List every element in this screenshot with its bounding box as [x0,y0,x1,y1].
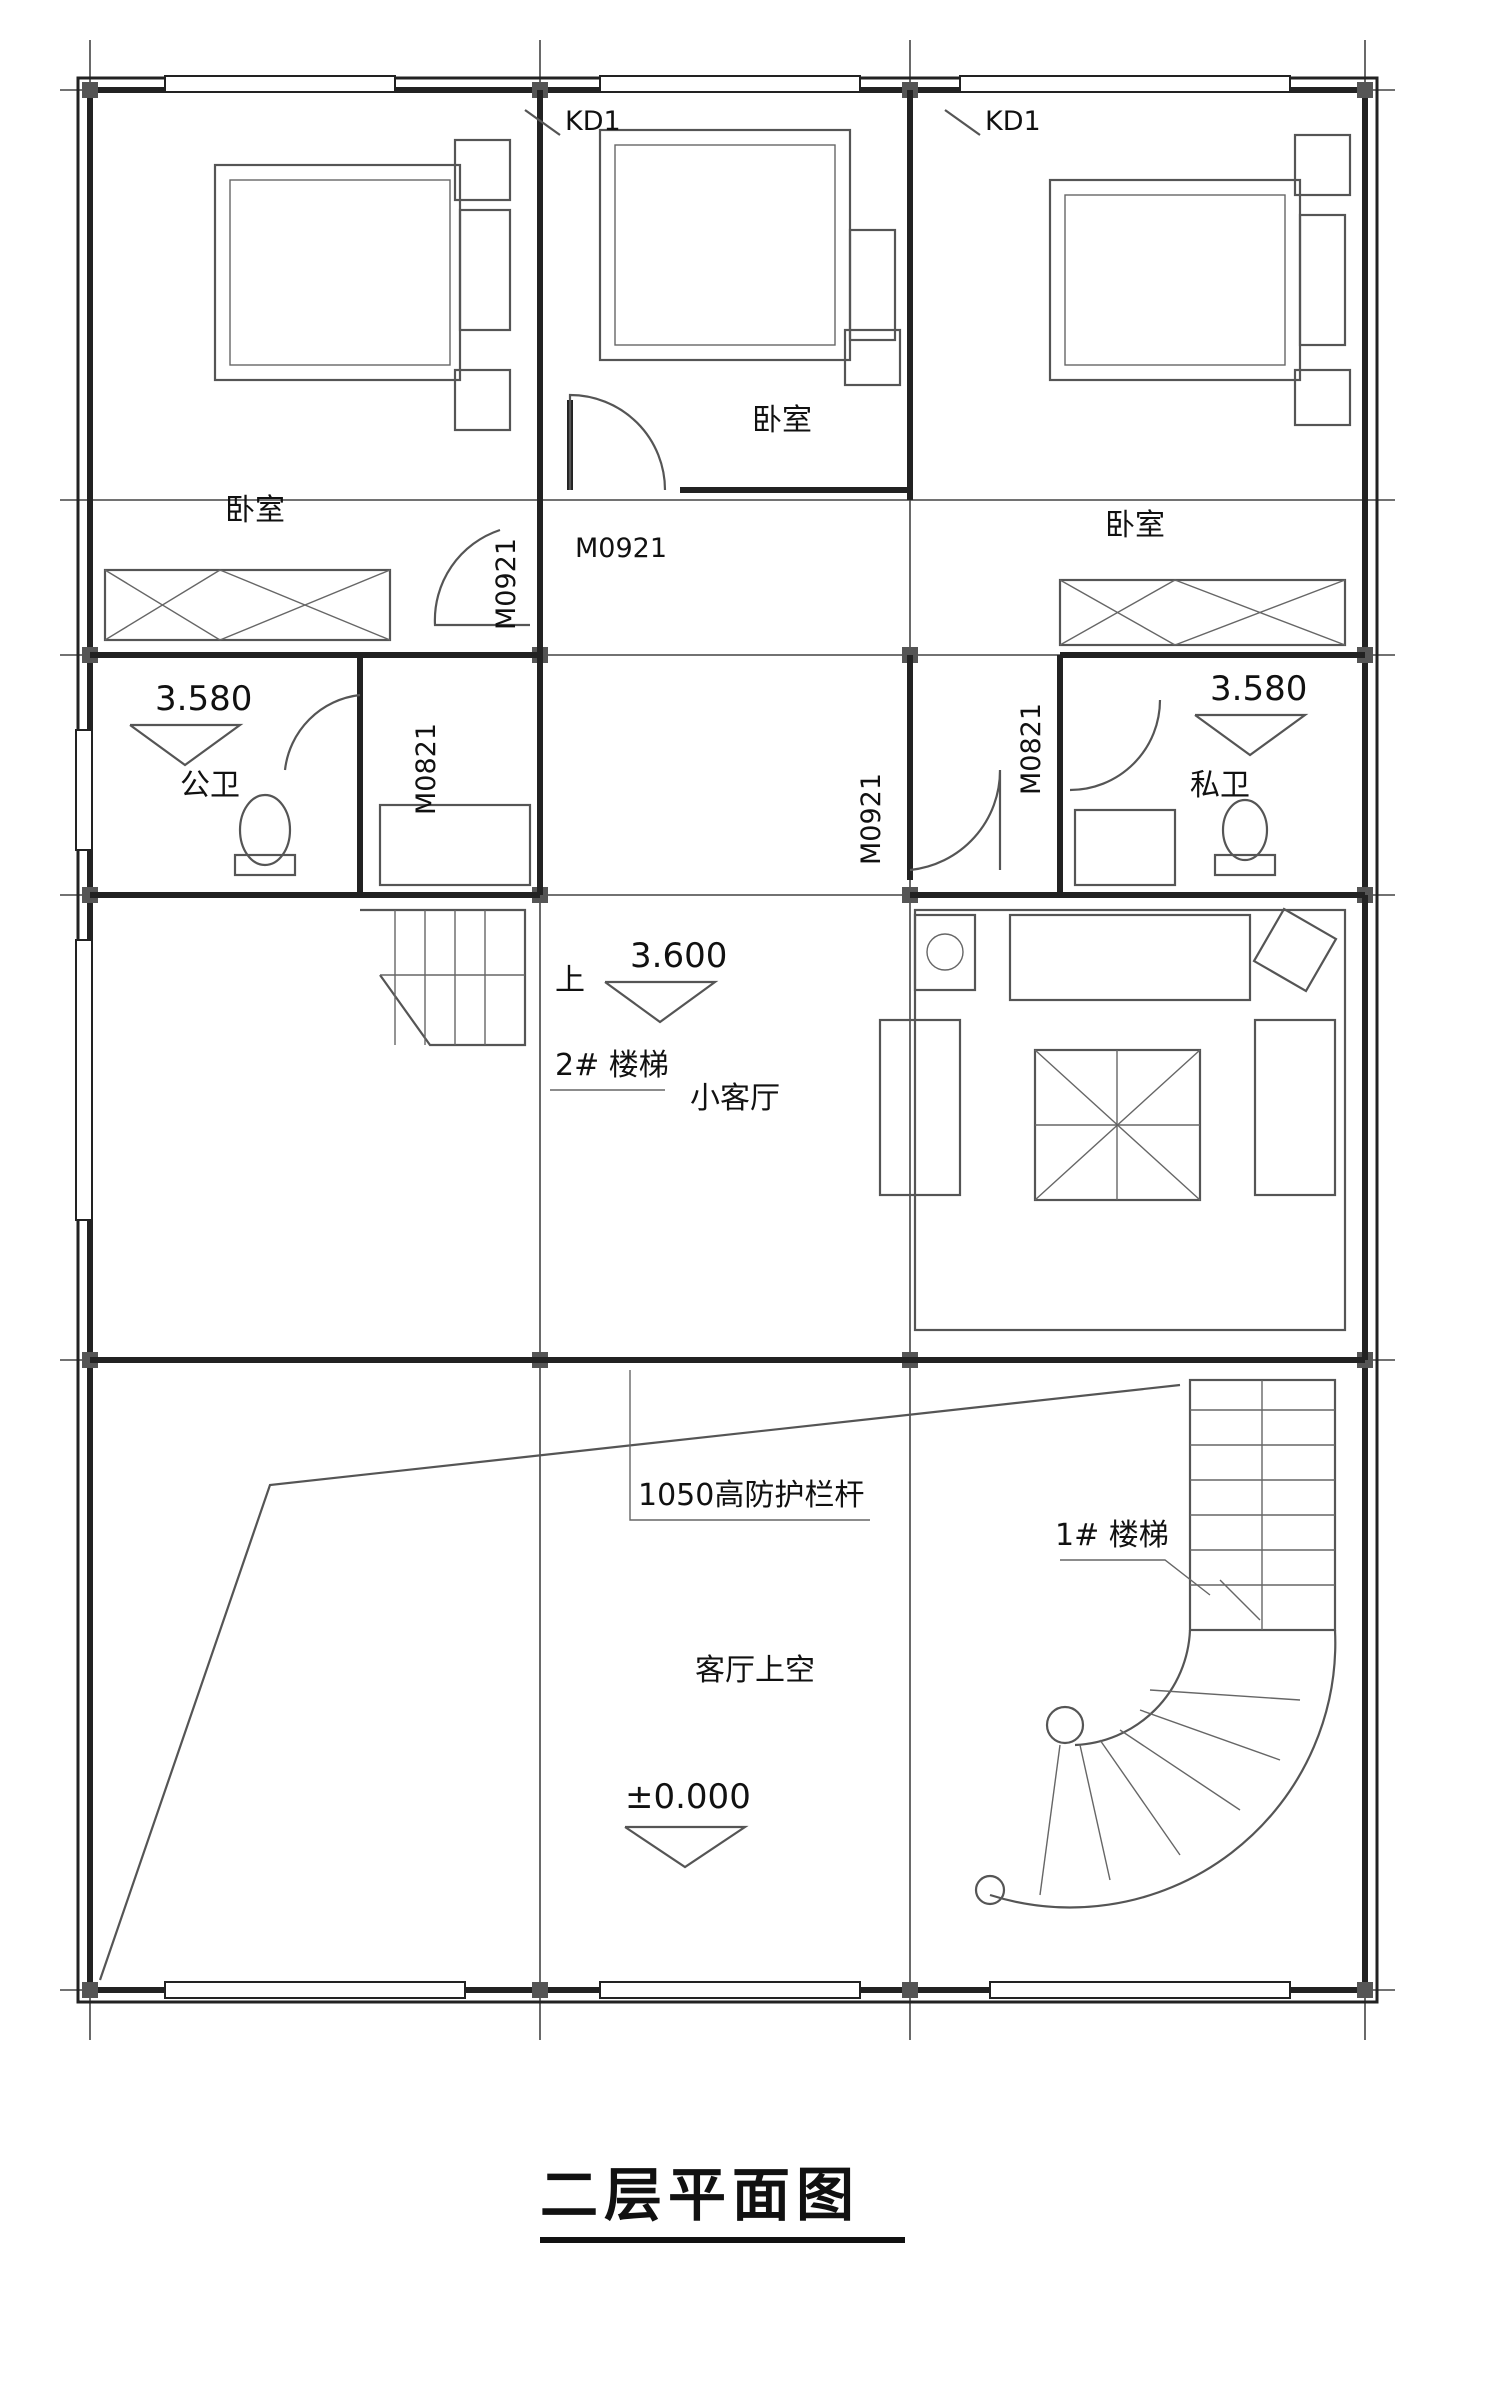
axis-lines [60,40,1395,2040]
door-m0921-mid: M0921 [575,533,667,564]
railing-note: 1050高防护栏杆 [638,1478,864,1513]
stair-2-label: 2# 楼梯 [555,1048,669,1083]
sofa-set [878,907,1347,1332]
stair-1-label: 1# 楼梯 [1055,1518,1169,1553]
railing-leader [98,1370,1181,1981]
bedroom-middle-label: 卧室 [752,403,812,438]
living-void-label: 客厅上空 [695,1653,815,1688]
bedroom-left-label: 卧室 [225,493,285,528]
bedroom-right-label: 卧室 [1105,508,1165,543]
stair-1 [974,1378,1337,1909]
stair-2 [360,908,527,1047]
windows [75,75,1291,1999]
stair-2-up-label: 上 [555,963,585,998]
interior-walls [90,90,1368,1363]
elevation-private-bath: 3.580 [1210,669,1307,709]
elevation-small-living: 3.600 [630,936,727,976]
outer-walls [76,76,1379,2004]
bath-fixtures [233,793,1277,887]
door-m0921-center: M0921 [856,773,887,865]
door-swings [283,109,1162,872]
door-m0821-right: M0821 [1016,703,1047,795]
door-kd1-b: KD1 [985,106,1041,137]
door-m0921-left: M0921 [491,538,522,630]
private-bath-label: 私卫 [1190,768,1250,803]
wardrobes [103,568,1347,647]
columns [82,82,1373,1998]
door-m0821-left: M0821 [411,723,442,815]
elevation-public-bath: 3.580 [155,679,252,719]
bedroom-furniture [213,128,1352,432]
public-bath-label: 公卫 [180,768,240,803]
small-living-label: 小客厅 [690,1081,780,1116]
drawing-title: 二层平面图 [540,2161,860,2229]
elevation-markers [129,713,1309,1869]
door-kd1-a: KD1 [565,106,621,137]
elevation-living-void: ±0.000 [625,1777,751,1817]
